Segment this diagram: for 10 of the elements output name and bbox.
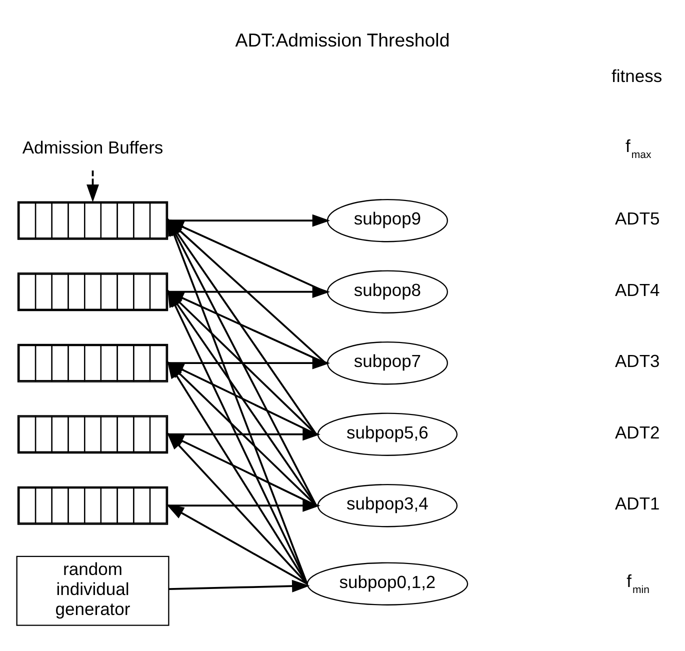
label: ADT5 bbox=[615, 208, 660, 228]
label: ADT3 bbox=[615, 350, 660, 371]
label: f$_{min}$ bbox=[626, 570, 650, 596]
node-text: Admission Buffers bbox=[22, 136, 164, 157]
label: ADT2 bbox=[615, 422, 660, 442]
label: f$_{max}$ bbox=[626, 136, 652, 161]
label: ADT1 bbox=[615, 493, 660, 514]
label: ADT4 bbox=[615, 279, 660, 300]
diagram-title: ADT:Admission Threshold bbox=[235, 28, 450, 50]
label: fitness bbox=[612, 66, 662, 86]
